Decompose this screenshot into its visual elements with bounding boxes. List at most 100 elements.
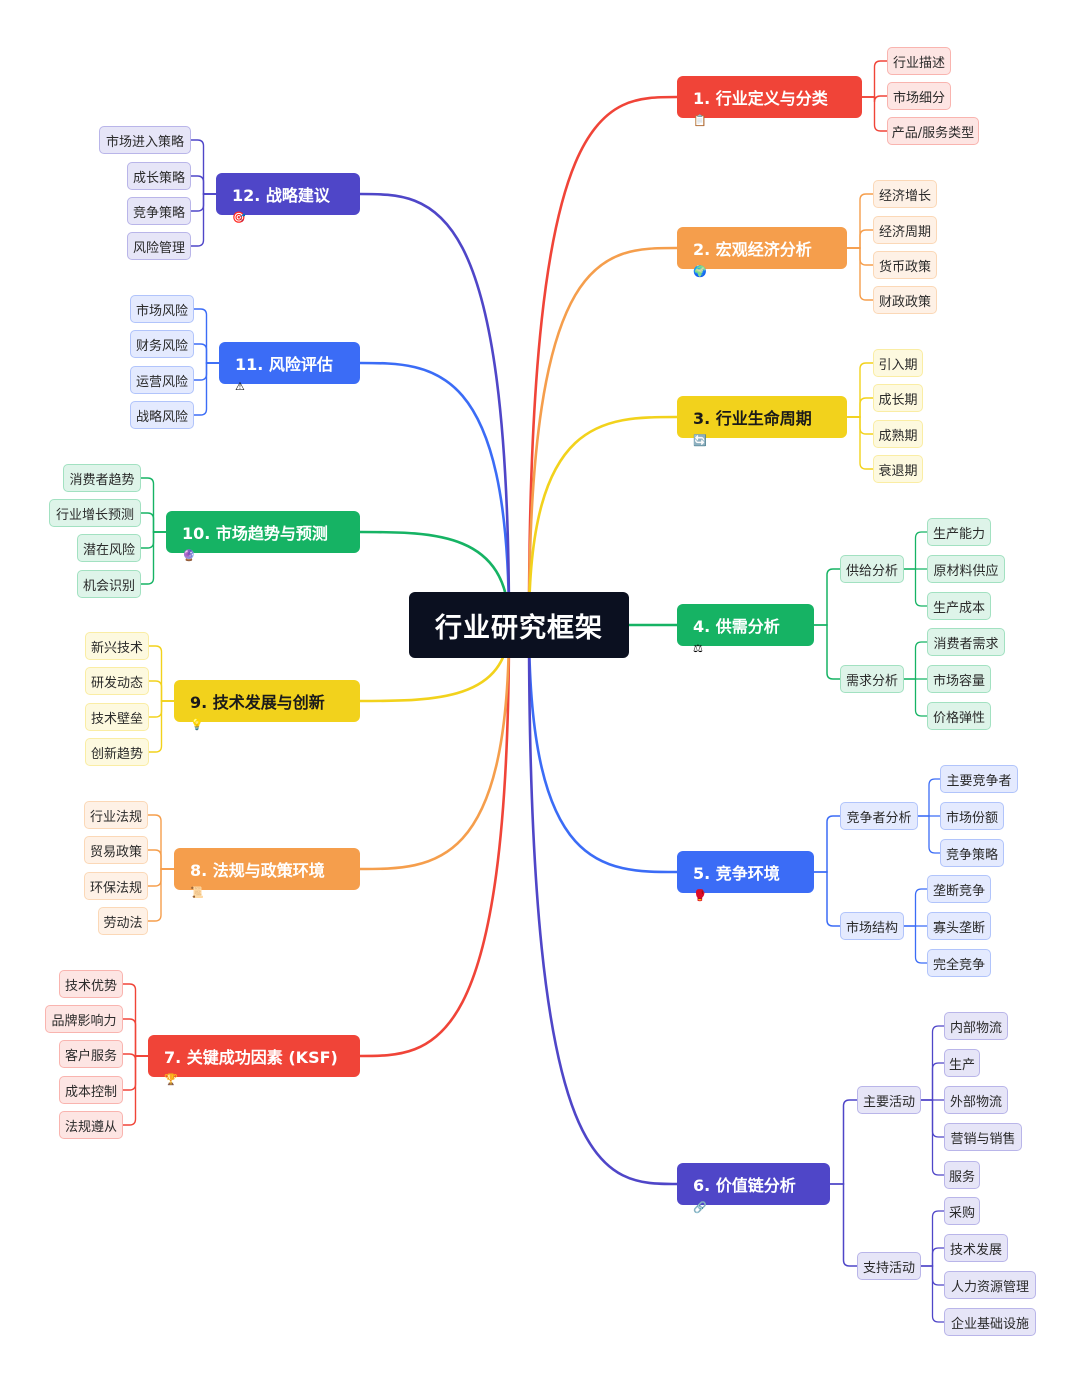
group-b4-0[interactable]: 供给分析 bbox=[840, 555, 904, 583]
leaf-b9-3[interactable]: 创新趋势 bbox=[85, 738, 149, 766]
leaf-b3-1[interactable]: 成长期 bbox=[873, 384, 923, 412]
leaf-b6-0-3[interactable]: 营销与销售 bbox=[944, 1123, 1022, 1151]
leaf-connector bbox=[846, 362, 874, 418]
link-icon: 🔗 bbox=[693, 1201, 707, 1214]
leaf-b10-3-label: 机会识别 bbox=[82, 578, 135, 594]
leaf-b9-0[interactable]: 新兴技术 bbox=[85, 632, 149, 660]
leaf-b1-2[interactable]: 产品/服务类型 bbox=[887, 117, 979, 145]
leaf-b4-0-2[interactable]: 生产成本 bbox=[927, 592, 991, 620]
branch-b1[interactable]: 1. 行业定义与分类 bbox=[677, 76, 862, 118]
leaf-b12-0[interactable]: 市场进入策略 bbox=[99, 126, 191, 154]
group-b6-0[interactable]: 主要活动 bbox=[857, 1086, 921, 1114]
leaf-b7-3[interactable]: 成本控制 bbox=[59, 1076, 123, 1104]
branch-b7-label: 7. 关键成功因素 (KSF) bbox=[164, 1048, 338, 1067]
leaf-connector bbox=[846, 247, 874, 301]
branch-b2[interactable]: 2. 宏观经济分析 bbox=[677, 227, 847, 269]
leaf-b4-0-0[interactable]: 生产能力 bbox=[927, 518, 991, 546]
leaf-connector bbox=[122, 983, 149, 1057]
branch-b4[interactable]: 4. 供需分析 bbox=[677, 604, 814, 646]
leaf-connector bbox=[140, 477, 167, 533]
leaf-b8-3[interactable]: 劳动法 bbox=[98, 907, 148, 935]
branch-b2-label: 2. 宏观经济分析 bbox=[693, 240, 812, 259]
branch-b3[interactable]: 3. 行业生命周期 bbox=[677, 396, 847, 438]
branch-b7[interactable]: 7. 关键成功因素 (KSF) bbox=[148, 1035, 360, 1077]
leaf-b10-1[interactable]: 行业增长预测 bbox=[49, 499, 141, 527]
branch-b6-label: 6. 价值链分析 bbox=[693, 1176, 796, 1195]
branch-b6[interactable]: 6. 价值链分析 bbox=[677, 1163, 830, 1205]
leaf-b7-2[interactable]: 客户服务 bbox=[59, 1040, 123, 1068]
leaf-b3-0[interactable]: 引入期 bbox=[873, 349, 923, 377]
leaf-b11-3[interactable]: 战略风险 bbox=[130, 401, 194, 429]
leaf-b4-1-0[interactable]: 消费者需求 bbox=[927, 628, 1005, 656]
leaf-b11-2[interactable]: 运营风险 bbox=[130, 366, 194, 394]
leaf-b6-0-2[interactable]: 外部物流 bbox=[944, 1086, 1008, 1114]
leaf-b4-1-2[interactable]: 价格弹性 bbox=[927, 702, 991, 730]
leaf-connector bbox=[920, 1025, 945, 1101]
leaf-b8-1[interactable]: 贸易政策 bbox=[84, 836, 148, 864]
leaf-b10-3[interactable]: 机会识别 bbox=[77, 570, 141, 598]
branch-b11[interactable]: 11. 风险评估 bbox=[219, 342, 360, 384]
leaf-b6-0-0-label: 内部物流 bbox=[949, 1020, 1002, 1036]
leaf-b4-1-1[interactable]: 市场容量 bbox=[927, 665, 991, 693]
branch-b5[interactable]: 5. 竞争环境 bbox=[677, 851, 814, 893]
leaf-b8-0[interactable]: 行业法规 bbox=[84, 801, 148, 829]
leaf-b1-0[interactable]: 行业描述 bbox=[887, 47, 951, 75]
branch-b9[interactable]: 9. 技术发展与创新 bbox=[174, 680, 360, 722]
leaf-b4-0-1[interactable]: 原材料供应 bbox=[927, 555, 1005, 583]
leaf-b8-2-label: 环保法规 bbox=[89, 880, 142, 896]
leaf-b12-3[interactable]: 风险管理 bbox=[127, 232, 191, 260]
boxing-glove-icon: 🥊 bbox=[693, 889, 707, 902]
leaf-b5-1-1[interactable]: 寡头垄断 bbox=[927, 912, 991, 940]
branch-b8[interactable]: 8. 法规与政策环境 bbox=[174, 848, 360, 890]
leaf-b6-1-0[interactable]: 采购 bbox=[944, 1197, 980, 1225]
leaf-b2-1[interactable]: 经济周期 bbox=[873, 216, 937, 244]
leaf-b2-0[interactable]: 经济增长 bbox=[873, 180, 937, 208]
leaf-b7-1[interactable]: 品牌影响力 bbox=[45, 1005, 123, 1033]
leaf-b9-2[interactable]: 技术壁垒 bbox=[85, 703, 149, 731]
leaf-b5-0-0[interactable]: 主要竞争者 bbox=[940, 765, 1018, 793]
leaf-b1-2-label: 产品/服务类型 bbox=[891, 125, 975, 141]
leaf-b11-0[interactable]: 市场风险 bbox=[130, 295, 194, 323]
leaf-b2-3[interactable]: 财政政策 bbox=[873, 286, 937, 314]
leaf-b5-1-1-label: 寡头垄断 bbox=[932, 920, 985, 936]
leaf-b8-2[interactable]: 环保法规 bbox=[84, 872, 148, 900]
globe-icon: 🌍 bbox=[693, 265, 707, 278]
leaf-b7-0[interactable]: 技术优势 bbox=[59, 970, 123, 998]
leaf-b3-3[interactable]: 衰退期 bbox=[873, 455, 923, 483]
leaf-b5-0-1[interactable]: 市场份额 bbox=[940, 802, 1004, 830]
group-b5-0[interactable]: 竞争者分析 bbox=[840, 802, 918, 830]
leaf-b10-0[interactable]: 消费者趋势 bbox=[63, 464, 141, 492]
leaf-b2-1-label: 经济周期 bbox=[878, 224, 931, 240]
branch-b12[interactable]: 12. 战略建议 bbox=[216, 173, 360, 215]
branch-b10[interactable]: 10. 市场趋势与预测 bbox=[166, 511, 360, 553]
leaf-b10-1-label: 行业增长预测 bbox=[55, 507, 134, 523]
leaf-b5-1-0[interactable]: 垄断竞争 bbox=[927, 875, 991, 903]
leaf-b6-0-4[interactable]: 服务 bbox=[944, 1161, 980, 1189]
group-connector bbox=[813, 815, 841, 873]
leaf-b5-1-2[interactable]: 完全竞争 bbox=[927, 949, 991, 977]
group-connector bbox=[813, 568, 841, 626]
group-b5-1[interactable]: 市场结构 bbox=[840, 912, 904, 940]
group-b6-1[interactable]: 支持活动 bbox=[857, 1252, 921, 1280]
leaf-b5-0-2[interactable]: 竞争策略 bbox=[940, 839, 1004, 867]
root-topic[interactable]: 行业研究框架 bbox=[409, 592, 629, 658]
group-b4-1[interactable]: 需求分析 bbox=[840, 665, 904, 693]
leaf-b12-2[interactable]: 竞争策略 bbox=[127, 197, 191, 225]
leaf-b1-1[interactable]: 市场细分 bbox=[887, 82, 951, 110]
leaf-b9-1[interactable]: 研发动态 bbox=[85, 667, 149, 695]
leaf-b6-1-1[interactable]: 技术发展 bbox=[944, 1234, 1008, 1262]
leaf-b6-0-1[interactable]: 生产 bbox=[944, 1049, 980, 1077]
leaf-b10-0-label: 消费者趋势 bbox=[69, 472, 135, 488]
leaf-b9-2-label: 技术壁垒 bbox=[90, 711, 143, 727]
leaf-b3-2[interactable]: 成熟期 bbox=[873, 420, 923, 448]
leaf-b12-1[interactable]: 成长策略 bbox=[127, 162, 191, 190]
group-connector bbox=[813, 624, 841, 680]
leaf-b6-1-3[interactable]: 企业基础设施 bbox=[944, 1308, 1036, 1336]
leaf-b2-3-label: 财政政策 bbox=[878, 294, 931, 310]
leaf-b2-2[interactable]: 货币政策 bbox=[873, 251, 937, 279]
leaf-b6-1-2[interactable]: 人力资源管理 bbox=[944, 1271, 1036, 1299]
leaf-b10-2[interactable]: 潜在风险 bbox=[77, 534, 141, 562]
leaf-b11-1[interactable]: 财务风险 bbox=[130, 330, 194, 358]
leaf-b6-0-0[interactable]: 内部物流 bbox=[944, 1012, 1008, 1040]
leaf-b7-4[interactable]: 法规遵从 bbox=[59, 1111, 123, 1139]
